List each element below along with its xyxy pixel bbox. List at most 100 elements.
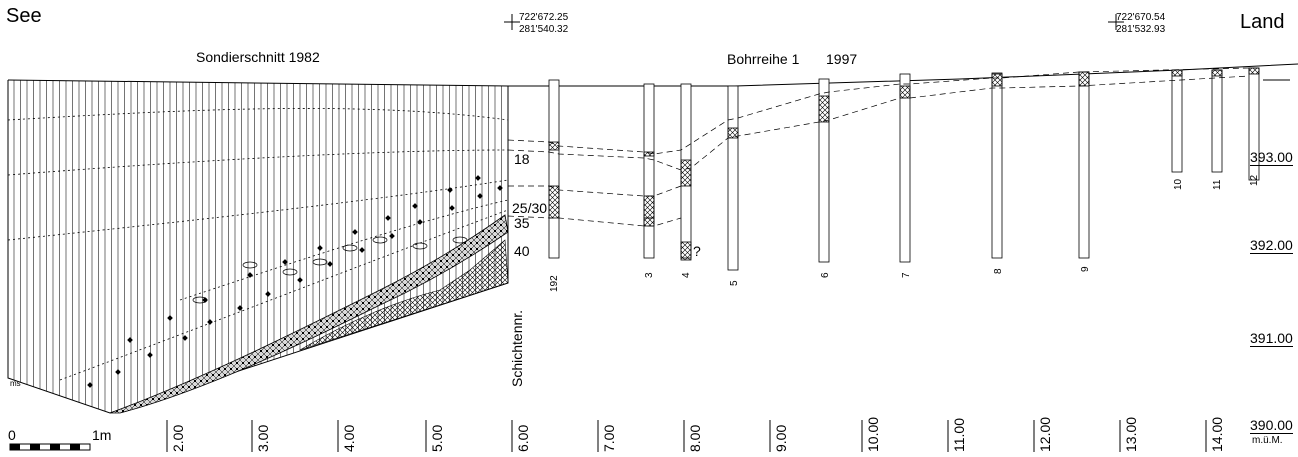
find-dot [327,261,333,267]
layer-number-18: 18 [514,151,530,167]
layer-boundary-line [59,209,509,381]
bore-hatched-segment [643,151,655,157]
bohrreihe-title: Bohrreihe 1 [727,51,800,67]
find-dot [127,337,133,343]
bore-number-11: 11 [1212,179,1223,190]
bore-hatched-segment [818,95,830,123]
bore-hatched-segment [680,159,692,187]
x-tick-13: 13.00 [1123,416,1139,452]
see-label: See [6,5,42,27]
bore-number-8: 8 [993,268,1004,274]
bore-hatched-segment [680,241,692,261]
bore-hatched-segment [643,217,655,227]
bore-number-12: 12 [1249,174,1260,186]
elevation-390: 390.00 [1250,417,1293,434]
sediment-lens [372,236,388,244]
sediment-lens [452,236,468,244]
x-tick-9: 9.00 [773,424,789,452]
bore-column [548,79,560,259]
elevation-392: 392.00 [1250,237,1293,254]
sediment-lens [282,268,298,276]
bore-number-4: 4 [681,272,692,278]
find-dot [247,272,253,278]
find-dot [182,335,188,341]
elevation-393: 393.00 [1250,149,1293,166]
section-outline [7,80,509,414]
x-tick-6: 6.00 [515,424,531,452]
x-tick-2: 2.00 [170,424,186,452]
culture-layer-band [109,214,509,414]
find-dot [352,229,358,235]
find-dot [147,352,153,358]
x-tick-14: 14.00 [1209,416,1225,452]
x-tick-5: 5.00 [429,424,445,452]
scale-bar-segment [50,444,60,450]
bore-number-6: 6 [820,272,831,278]
bore-column [1078,71,1090,259]
find-dot [167,315,173,321]
find-dot [412,203,418,209]
x-tick-4: 4.00 [341,424,357,452]
find-dot [282,259,288,265]
correlation-line [507,215,682,227]
bore-number-10: 10 [1173,178,1184,190]
find-dot [417,219,423,225]
find-dot [297,277,303,283]
find-dot [477,193,483,199]
find-dot [87,382,93,388]
bore-hatched-segment [1211,69,1223,77]
x-tick-11: 11.00 [951,418,967,452]
bore-hatched-segment [643,195,655,219]
x-tick-3: 3.00 [255,424,271,452]
layer-boundary-line [7,179,509,241]
coord-right-n: 281'532.93 [1116,24,1166,35]
find-dot [497,185,503,191]
layer-number-25-30: 25/30 [512,200,548,216]
elevation-unit: m.ü.M. [1252,435,1283,446]
correlation-line [507,75,1250,171]
find-dot [207,319,213,325]
find-dot [449,205,455,211]
scale-one-label: 1m [92,427,112,443]
bore-hatched-segment [991,73,1003,87]
bore-number-3: 3 [644,272,655,278]
layer-boundary-line [7,149,509,176]
sediment-lens [412,242,428,250]
scale-bar-segment [30,444,40,450]
find-dot [115,369,121,375]
bore-hatched-segment [727,127,739,139]
scale-bar-segment [70,444,80,450]
coord-left-e: 722'672.25 [519,12,569,23]
scale-bar-segment [10,444,20,450]
bore-number-7: 7 [901,272,912,278]
layer-number-35: 35 [514,215,530,231]
bore-column [1211,69,1223,173]
land-label: Land [1240,11,1285,33]
find-dot [317,245,323,251]
sediment-lens [242,261,258,269]
sediment-lens [342,244,358,252]
x-tick-10: 10.00 [865,416,881,452]
coord-left-n: 281'540.32 [519,24,569,35]
bore-hatched-segment [1078,71,1090,87]
bore-number-192: 192 [549,275,560,292]
x-tick-7: 7.00 [601,424,617,452]
bore-column [727,85,739,271]
find-dot [385,215,391,221]
find-dot [237,305,243,311]
correlation-line [507,67,1250,155]
bore-column [991,72,1003,259]
bore-hatched-segment [548,141,560,151]
bohrreihe-year: 1997 [826,51,858,67]
bore-column [899,73,911,263]
bore-hatched-segment [899,85,911,99]
lower-layer-band [299,239,509,351]
coord-right-e: 722'670.54 [1116,12,1166,23]
sediment-lens [312,258,328,266]
bore-hatched-segment [548,185,560,219]
bore-column [1171,69,1183,173]
bore-column [818,78,830,263]
uncertain-mark: ? [693,243,701,259]
bore-hatched-segment [1171,69,1183,77]
